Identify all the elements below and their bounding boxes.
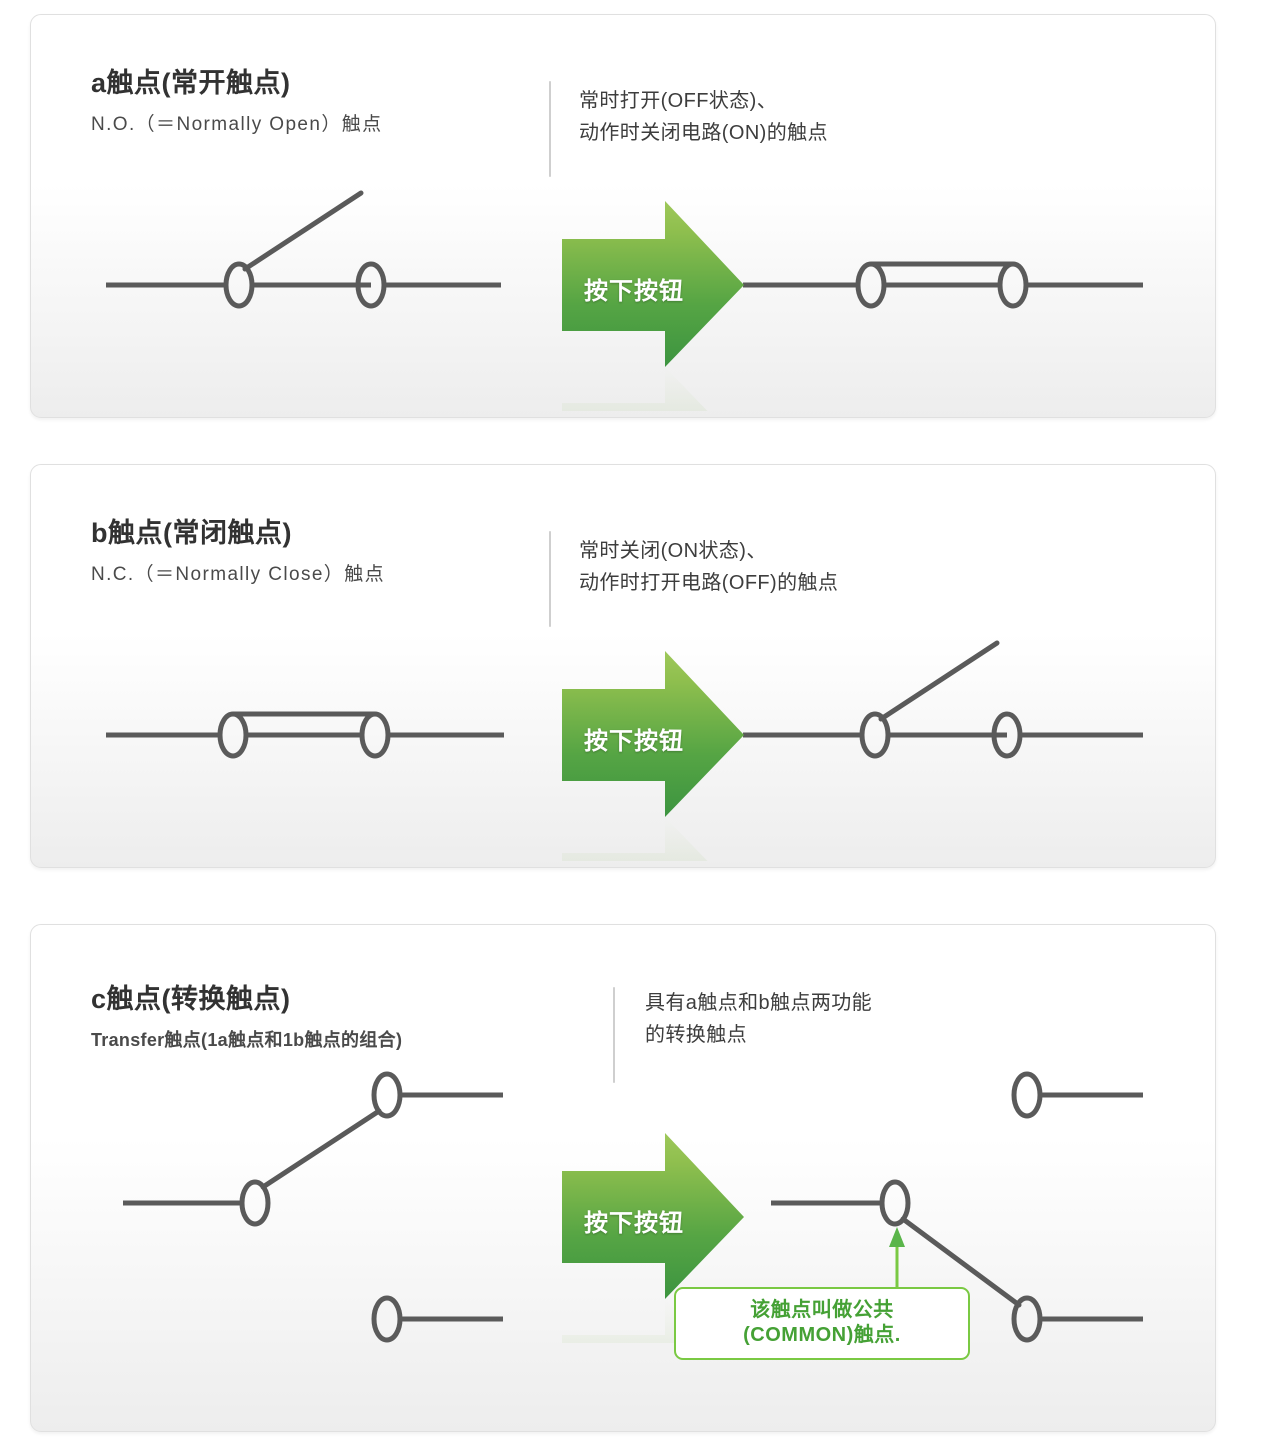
- card-c-title: c触点(转换触点): [91, 984, 291, 1014]
- contact-node-b-before-1: [217, 711, 249, 759]
- card-a-diagram-svg: [106, 190, 1143, 309]
- card-a-contact: a触点(常开触点) N.O.（＝Normally Open）触点 常时打开(OF…: [30, 14, 1216, 418]
- card-a-press-arrow[interactable]: 按下按钮: [552, 201, 752, 417]
- card-b-press-arrow[interactable]: 按下按钮: [552, 651, 752, 867]
- contact-node-a-before-1: [223, 261, 255, 309]
- card-b-titlebox: b触点(常闭触点) N.C.（＝Normally Close）触点: [91, 517, 531, 587]
- card-a-description: 常时打开(OFF状态)、 动作时关闭电路(ON)的触点: [579, 90, 828, 145]
- contact-node-c-before-na: [371, 1071, 403, 1119]
- card-c-diagram-svg: [123, 1071, 1143, 1343]
- callout-pointer-head: [889, 1227, 905, 1247]
- card-a-title: a触点(常开触点): [91, 68, 291, 98]
- card-b-title: b触点(常闭触点): [91, 518, 292, 548]
- press-button-arrow-icon[interactable]: [552, 201, 752, 417]
- card-c-description: 具有a触点和b触点两功能 的转换触点: [645, 992, 873, 1047]
- card-b-header: b触点(常闭触点) N.C.（＝Normally Close）触点 常时关闭(O…: [31, 465, 1215, 627]
- contact-node-c-before-common: [239, 1179, 271, 1227]
- card-a-diagram: [31, 175, 1215, 355]
- contact-node-c-after-common: [879, 1179, 911, 1227]
- card-c-contact: c触点(转换触点) Transfer触点(1a触点和1b触点的组合) 具有a触点…: [30, 924, 1216, 1432]
- card-c-divider: [613, 987, 615, 1083]
- contact-node-a-after-2: [997, 261, 1029, 309]
- contact-node-b-before-2: [359, 711, 391, 759]
- card-c-header: c触点(转换触点) Transfer触点(1a触点和1b触点的组合) 具有a触点…: [31, 925, 1215, 1085]
- arrow-body: [562, 651, 744, 817]
- card-c-titlebox: c触点(转换触点) Transfer触点(1a触点和1b触点的组合): [91, 983, 601, 1052]
- card-c-subtitle: Transfer触点(1a触点和1b触点的组合): [91, 1029, 403, 1050]
- arrow-reflection: [562, 367, 714, 417]
- contact-node-a-after-1: [855, 261, 887, 309]
- card-a-divider: [549, 81, 551, 177]
- card-a-subtitle: N.O.（＝Normally Open）触点: [91, 113, 383, 135]
- card-a-header: a触点(常开触点) N.O.（＝Normally Open）触点 常时打开(OF…: [31, 15, 1215, 177]
- card-b-description: 常时关闭(ON状态)、 动作时打开电路(OFF)的触点: [579, 540, 839, 595]
- card-b-diagram-svg: [106, 640, 1143, 759]
- contact-node-c-after-na: [1011, 1071, 1043, 1119]
- contact-node-b-after-1: [859, 711, 891, 759]
- card-b-divider: [549, 531, 551, 627]
- arrow-body: [562, 1133, 744, 1299]
- press-button-arrow-icon[interactable]: [552, 651, 752, 867]
- lever-a-before: [242, 190, 364, 272]
- contact-node-c-before-nb: [371, 1295, 403, 1343]
- card-b-subtitle: N.C.（＝Normally Close）触点: [91, 563, 386, 585]
- card-c-diagram: [31, 1057, 1215, 1377]
- card-b-diagram: [31, 625, 1215, 805]
- lever-b-after: [878, 640, 1000, 722]
- card-a-titlebox: a触点(常开触点) N.O.（＝Normally Open）触点: [91, 67, 531, 137]
- contact-node-c-after-nb: [1011, 1295, 1043, 1343]
- card-b-contact: b触点(常闭触点) N.C.（＝Normally Close）触点 常时关闭(O…: [30, 464, 1216, 868]
- lever-c-after: [900, 1216, 1022, 1308]
- arrow-reflection: [562, 817, 714, 867]
- common-contact-callout: 该触点叫做公共 (COMMON)触点.: [674, 1287, 970, 1360]
- lever-c-before: [260, 1108, 382, 1190]
- arrow-body: [562, 201, 744, 367]
